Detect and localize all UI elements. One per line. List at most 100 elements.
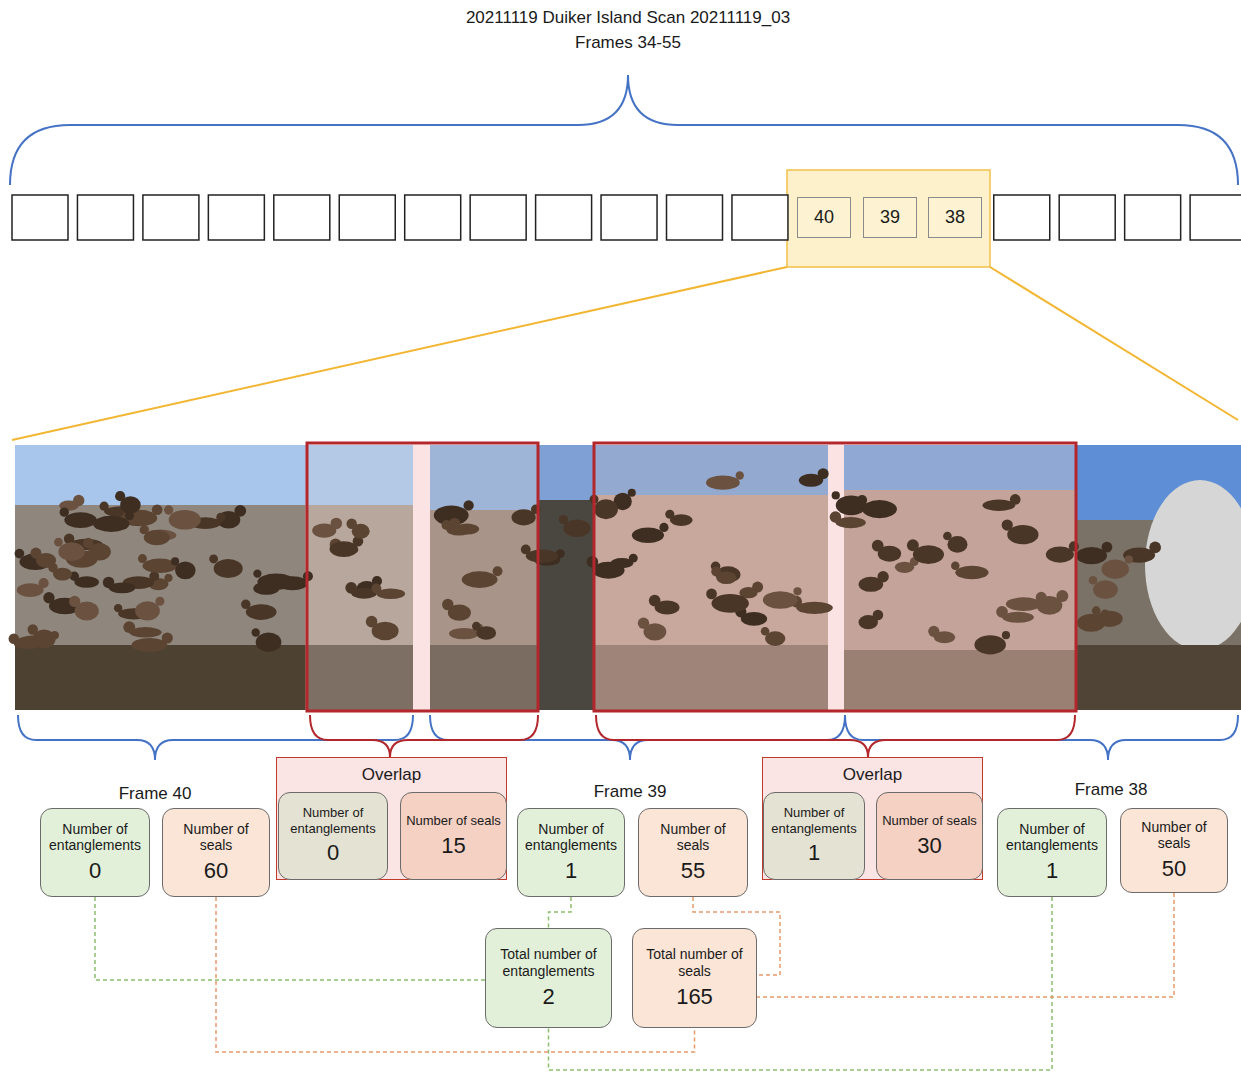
frame-label: Frame 39: [591, 782, 670, 802]
seal-head: [43, 592, 54, 603]
seal-head: [253, 569, 261, 577]
count-value: 15: [405, 833, 502, 859]
boulder: [1145, 480, 1241, 650]
seal-head: [164, 505, 173, 514]
seal-body: [64, 512, 96, 528]
frame-box: [470, 195, 526, 240]
count-box: Number of seals 50: [1120, 808, 1228, 893]
overlap-heading: Overlap: [281, 765, 502, 785]
seal-head: [1010, 494, 1021, 505]
shore: [594, 645, 828, 710]
seal-head: [331, 518, 342, 529]
shore: [844, 650, 1076, 710]
frame-brace: [430, 715, 845, 760]
frame-box: [274, 195, 330, 240]
frame-box: [405, 195, 461, 240]
frame-label: Frame 38: [1072, 780, 1151, 800]
frame-label: Frame 40: [116, 784, 195, 804]
seal-head: [832, 491, 840, 499]
count-heading: Number of entanglements: [768, 805, 860, 836]
seal-head: [951, 561, 959, 569]
diagram-title: 20211119 Duiker Island Scan 20211119_03: [466, 8, 790, 28]
seal-head: [1102, 542, 1113, 553]
sky: [594, 445, 828, 495]
count-value: 30: [881, 833, 978, 859]
seal-head: [665, 510, 674, 519]
count-heading: Number of entanglements: [45, 821, 145, 855]
count-heading: Number of seals: [1125, 819, 1223, 853]
seal-head: [449, 518, 460, 529]
seal-head: [1002, 631, 1010, 639]
count-heading: Number of seals: [643, 821, 743, 855]
rock: [594, 495, 828, 645]
seal-body: [214, 559, 243, 578]
seaweed: [1076, 645, 1241, 710]
seaweed: [15, 645, 305, 710]
seal-body: [526, 549, 558, 562]
brace-group: [10, 75, 1238, 760]
seal-head: [521, 545, 531, 555]
seal-head: [346, 518, 356, 528]
selection-highlight: [787, 170, 990, 267]
frame-box: [77, 195, 133, 240]
count-box: Total number of entanglements2: [485, 928, 612, 1028]
frame-box: [1190, 195, 1241, 240]
zoom-line: [990, 267, 1238, 420]
count-value: 50: [1125, 856, 1223, 882]
count-box: Number of seals15: [400, 792, 507, 880]
seal-head: [793, 587, 801, 595]
dashed-connector: [549, 897, 572, 928]
sky: [844, 445, 1076, 490]
frame-box: [208, 195, 264, 240]
seal-head: [60, 507, 69, 516]
dashed-connector: [216, 897, 695, 1052]
seal-head: [30, 548, 41, 559]
seal-head: [472, 622, 481, 631]
seal-head: [155, 597, 164, 606]
rock: [537, 500, 594, 710]
seal-body: [175, 561, 196, 579]
seal-body: [132, 638, 168, 652]
count-box: Number of entanglements1: [517, 808, 625, 897]
seal-head: [69, 596, 80, 607]
seal-body: [277, 576, 308, 590]
count-value: 0: [283, 840, 383, 866]
count-box: Number of seals60: [162, 808, 270, 897]
seal-head: [152, 504, 163, 515]
count-box: Number of entanglements0: [278, 792, 388, 880]
seal-head: [928, 626, 939, 637]
frame-box: [994, 195, 1050, 240]
count-heading: Number of seals: [167, 821, 265, 855]
count-value: 1: [522, 858, 620, 884]
seal-body: [246, 604, 277, 620]
seal-head: [9, 633, 20, 644]
frame-number: 40: [802, 207, 846, 229]
seal-head: [28, 624, 38, 634]
dashed-connector: [757, 893, 1174, 997]
frame-box: [601, 195, 657, 240]
frame-strip: [12, 195, 1241, 240]
seal-body: [955, 566, 988, 580]
sky: [430, 445, 537, 510]
seal-head: [1125, 555, 1133, 563]
count-box: Total number of seals165: [632, 928, 757, 1028]
seal-head: [857, 495, 867, 505]
sky: [537, 445, 594, 500]
seal-head: [752, 582, 763, 593]
seal-body: [1093, 580, 1118, 599]
seal-head: [761, 627, 770, 636]
seal-head: [706, 589, 717, 600]
seal-body: [594, 499, 618, 519]
seal-body: [712, 594, 749, 613]
seal-head: [649, 595, 661, 607]
seal-body: [763, 591, 798, 608]
frame-brace: [18, 715, 413, 760]
seal-body: [974, 635, 1006, 654]
seal-head: [54, 538, 63, 547]
seal-head: [659, 523, 668, 532]
seal-head: [99, 502, 108, 511]
seal-head: [114, 604, 122, 612]
seal-body: [563, 519, 590, 537]
sky: [305, 445, 413, 505]
